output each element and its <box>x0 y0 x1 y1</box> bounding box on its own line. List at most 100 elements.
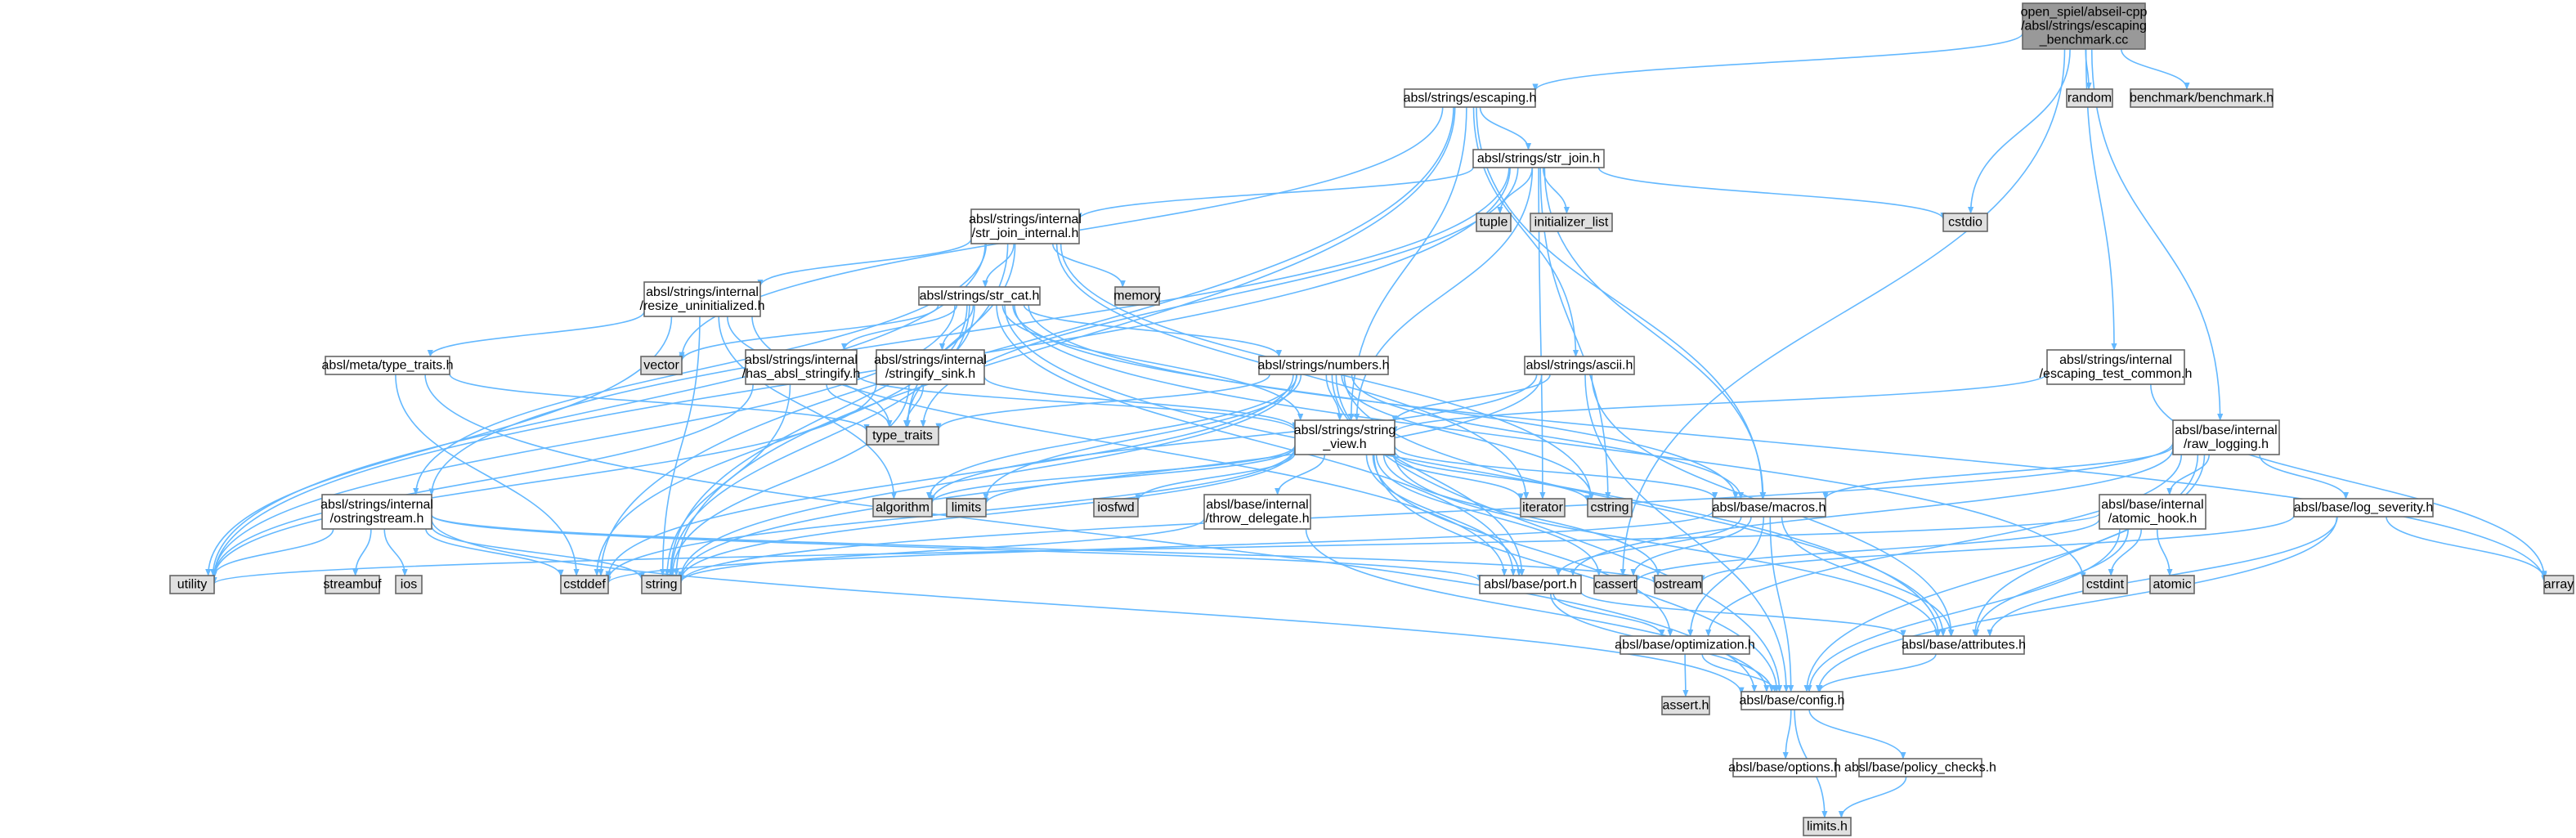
node-escaping[interactable]: absl/strings/escaping.h <box>1404 88 1537 108</box>
edge-macros-to-cstddef <box>605 510 1714 584</box>
node-stringify_sink[interactable]: absl/strings/internal/stringify_sink.h <box>874 349 987 385</box>
edge-has_absl_stringify-to-type_traits <box>826 383 893 428</box>
edge-raw_logging-to-atomic_hook <box>2166 454 2210 495</box>
node-str_join_internal-label-line-1: /str_join_internal.h <box>972 226 1079 240</box>
node-ostringstream-label-line-0: absl/strings/internal <box>320 498 433 512</box>
edge-escaping-to-str_join <box>1479 106 1532 150</box>
node-raw_logging[interactable]: absl/base/internal/raw_logging.h <box>2172 419 2280 455</box>
node-vector-label-line-0: vector <box>643 359 679 373</box>
node-resize_uninit[interactable]: absl/strings/internal/resize_uninitializ… <box>640 281 765 317</box>
node-ascii[interactable]: absl/strings/ascii.h <box>1524 356 1635 375</box>
node-str_cat[interactable]: absl/strings/str_cat.h <box>918 286 1041 306</box>
node-benchmark-box <box>2130 88 2274 108</box>
node-cstddef[interactable]: cstddef <box>560 575 609 594</box>
node-attributes[interactable]: absl/base/attributes.h <box>1902 635 2026 655</box>
edge-resize_uninit-to-type_traits_h <box>427 311 645 357</box>
node-limits[interactable]: limits <box>946 498 987 518</box>
edge-escaping_test_common-to-array <box>2150 383 2547 579</box>
node-utility[interactable]: utility <box>169 575 215 594</box>
node-str_join_internal[interactable]: absl/strings/internal/str_join_internal.… <box>969 208 1082 244</box>
node-options[interactable]: absl/base/options.h <box>1728 758 1841 778</box>
node-root[interactable]: open_spiel/abseil-cpp/absl/strings/escap… <box>2021 2 2148 50</box>
edge-numbers-to-cstddef <box>605 374 1294 579</box>
node-limits_h-box <box>1803 817 1852 836</box>
node-ios[interactable]: ios <box>395 575 423 594</box>
node-tuple[interactable]: tuple <box>1476 213 1512 232</box>
node-port-box <box>1479 575 1582 594</box>
node-throw_delegate[interactable]: absl/base/internal/throw_delegate.h <box>1203 494 1311 530</box>
node-string-box <box>641 575 682 594</box>
edge-policy_checks-to-limits_h <box>1838 776 1907 818</box>
edge-str_join-to-string_view <box>1354 167 1534 421</box>
node-cassert[interactable]: cassert <box>1593 575 1637 594</box>
node-limits_h-label-line-0: limits.h <box>1807 820 1848 834</box>
node-ostream[interactable]: ostream <box>1654 575 1703 594</box>
edge-ostringstream-to-port <box>431 514 1483 582</box>
node-cstdint[interactable]: cstdint <box>2082 575 2128 594</box>
edge-numbers-to-algorithm <box>926 374 1298 500</box>
node-raw_logging-label-line-0: absl/base/internal <box>2175 423 2277 437</box>
edge-escaping_test_common-to-string_view <box>1391 373 2048 434</box>
edge-str_join_internal-to-type_traits <box>904 243 1016 428</box>
node-type_traits-label-line-0: type_traits <box>872 429 933 443</box>
edge-string_view-to-attributes <box>1394 454 1940 637</box>
node-limits-box <box>946 498 987 518</box>
node-escaping_test_common[interactable]: absl/strings/internal/escaping_test_comm… <box>2040 349 2193 385</box>
node-random[interactable]: random <box>2066 88 2113 108</box>
node-type_traits[interactable]: type_traits <box>866 426 939 446</box>
node-tuple-label-line-0: tuple <box>1480 216 1508 230</box>
edge-str_join-to-str_join_internal <box>1076 167 1474 221</box>
edge-has_absl_stringify-to-string <box>664 383 791 576</box>
edge-numbers-to-string_view <box>1325 374 1343 421</box>
node-assert_h[interactable]: assert.h <box>1661 696 1710 715</box>
node-streambuf-label-line-0: streambuf <box>323 578 382 592</box>
node-vector[interactable]: vector <box>640 356 683 375</box>
node-cstdio[interactable]: cstdio <box>1942 213 1988 232</box>
node-port[interactable]: absl/base/port.h <box>1479 575 1582 594</box>
node-numbers[interactable]: absl/strings/numbers.h <box>1258 356 1390 375</box>
node-policy_checks[interactable]: absl/base/policy_checks.h <box>1844 758 1996 778</box>
edge-optimization-to-assert_h <box>1682 653 1689 697</box>
node-cstring[interactable]: cstring <box>1587 498 1633 518</box>
node-iterator[interactable]: iterator <box>1520 498 1566 518</box>
node-iosfwd-label-line-0: iosfwd <box>1097 501 1134 515</box>
node-cstddef-box <box>560 575 609 594</box>
node-optimization[interactable]: absl/base/optimization.h <box>1615 635 1755 655</box>
edge-log_severity-to-array <box>2386 516 2547 580</box>
node-str_cat-box <box>918 286 1041 306</box>
node-log_severity-label-line-0: absl/base/log_severity.h <box>2294 501 2433 515</box>
edge-root-to-escaping <box>1532 33 2023 92</box>
node-str_join-label-line-0: absl/strings/str_join.h <box>1477 152 1600 166</box>
node-str_join[interactable]: absl/strings/str_join.h <box>1472 149 1605 168</box>
node-benchmark[interactable]: benchmark/benchmark.h <box>2130 88 2274 108</box>
node-assert_h-label-line-0: assert.h <box>1663 699 1709 713</box>
edge-str_join-to-tuple <box>1497 167 1533 214</box>
node-type_traits_h[interactable]: absl/meta/type_traits.h <box>322 356 454 375</box>
node-raw_logging-box <box>2172 419 2280 455</box>
node-atomic_hook-label-line-0: absl/base/internal <box>2101 498 2203 512</box>
node-has_absl_stringify[interactable]: absl/strings/internal/has_absl_stringify… <box>742 349 861 385</box>
node-config[interactable]: absl/base/config.h <box>1740 691 1845 710</box>
node-atomic[interactable]: atomic <box>2149 575 2195 594</box>
node-escaping-box <box>1404 88 1536 108</box>
edge-str_join-to-ostringstream <box>428 167 1510 496</box>
node-streambuf[interactable]: streambuf <box>323 575 382 594</box>
node-iosfwd[interactable]: iosfwd <box>1093 498 1139 518</box>
node-initializer_list[interactable]: initializer_list <box>1530 213 1613 232</box>
node-log_severity[interactable]: absl/base/log_severity.h <box>2293 498 2434 518</box>
node-algorithm[interactable]: algorithm <box>872 498 933 518</box>
node-string[interactable]: string <box>641 575 682 594</box>
node-string_view-box <box>1294 419 1396 455</box>
node-streambuf-box <box>325 575 380 594</box>
node-limits_h[interactable]: limits.h <box>1803 817 1852 836</box>
node-string_view[interactable]: absl/strings/string_view.h <box>1294 419 1396 455</box>
node-macros[interactable]: absl/base/macros.h <box>1712 498 1826 518</box>
node-ostringstream[interactable]: absl/strings/internal/ostringstream.h <box>320 494 433 530</box>
node-atomic_hook[interactable]: absl/base/internal/atomic_hook.h <box>2099 494 2206 530</box>
edge-macros-to-config <box>1769 516 1794 692</box>
node-random-box <box>2066 88 2113 108</box>
node-memory[interactable]: memory <box>1113 286 1161 306</box>
node-escaping_test_common-label-line-1: /escaping_test_common.h <box>2040 367 2193 381</box>
node-array[interactable]: array <box>2543 575 2574 594</box>
edge-str_cat-to-port <box>996 304 1516 576</box>
